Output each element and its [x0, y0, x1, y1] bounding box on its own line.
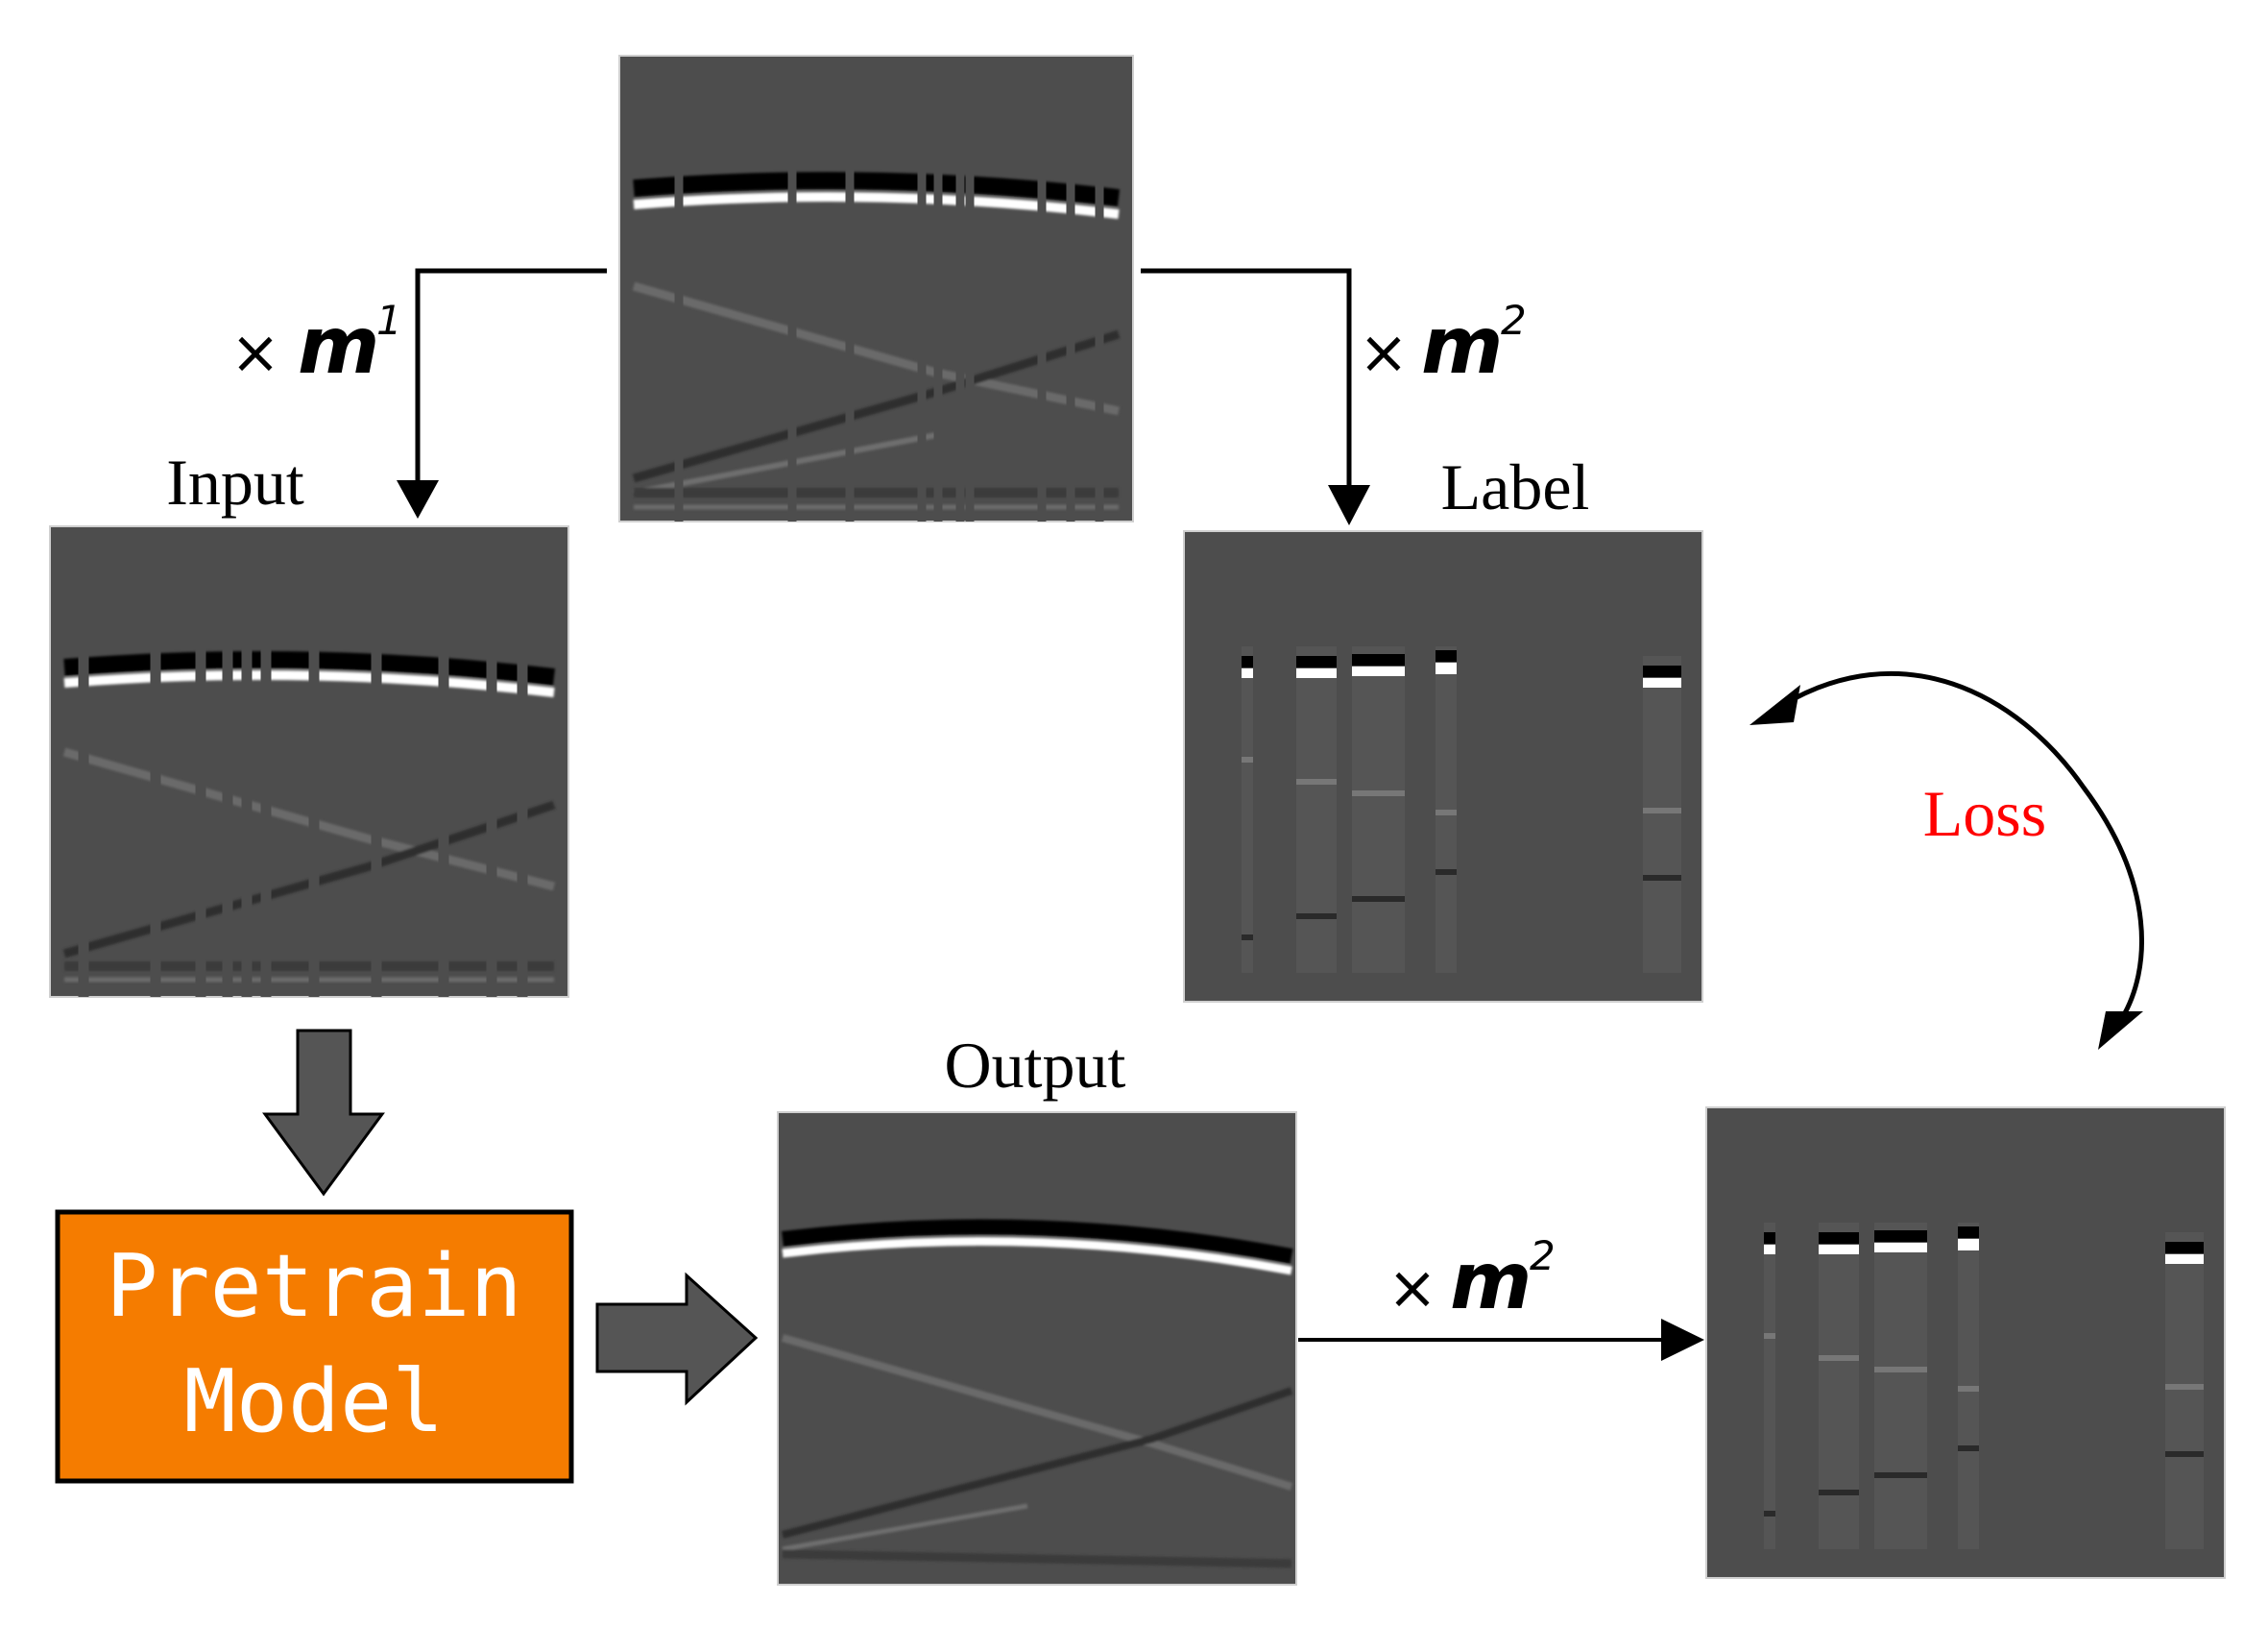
trace-group: [1643, 656, 1681, 973]
mask-m: m: [1421, 301, 1503, 392]
input-title: Input: [166, 446, 304, 519]
mask-m2-top: × m 2: [1359, 297, 1527, 392]
block-arrow-down[interactable]: [262, 1029, 385, 1197]
pretrain-model-box[interactable]: Pretrain Model: [55, 1209, 574, 1484]
loss-arrow: [1749, 670, 2145, 1050]
mask-m: m: [1450, 1236, 1532, 1327]
mask-m2-bottom: × m 2: [1387, 1232, 1556, 1327]
times-symbol: ×: [1387, 1252, 1437, 1323]
block-arrow-right[interactable]: [595, 1272, 759, 1406]
panel-input: [49, 525, 569, 998]
panel-original: [618, 55, 1134, 522]
loss-label: Loss: [1923, 777, 2046, 850]
mask-m: m: [298, 301, 379, 392]
panel-masked-output: [1705, 1106, 2226, 1579]
output-title: Output: [945, 1029, 1126, 1102]
mask-m1: × m 1: [230, 297, 402, 392]
times-symbol: ×: [1359, 317, 1409, 387]
panel-output: [777, 1111, 1297, 1586]
mask-superscript: 2: [1530, 1232, 1556, 1279]
mask-superscript: 2: [1501, 297, 1527, 344]
times-symbol: ×: [230, 317, 280, 387]
model-line1: Pretrain: [106, 1236, 521, 1337]
connector-output-to-masked: [1298, 1319, 1704, 1361]
trace-group: [1242, 646, 1253, 973]
panel-label: [1183, 530, 1703, 1003]
connector-to-label: [1141, 268, 1370, 525]
trace-group: [1296, 646, 1337, 973]
mask-superscript: 1: [376, 297, 402, 344]
connector-to-input: [397, 268, 607, 519]
trace-group: [1352, 646, 1405, 973]
model-line2: Model: [184, 1351, 445, 1452]
label-title: Label: [1441, 450, 1590, 523]
